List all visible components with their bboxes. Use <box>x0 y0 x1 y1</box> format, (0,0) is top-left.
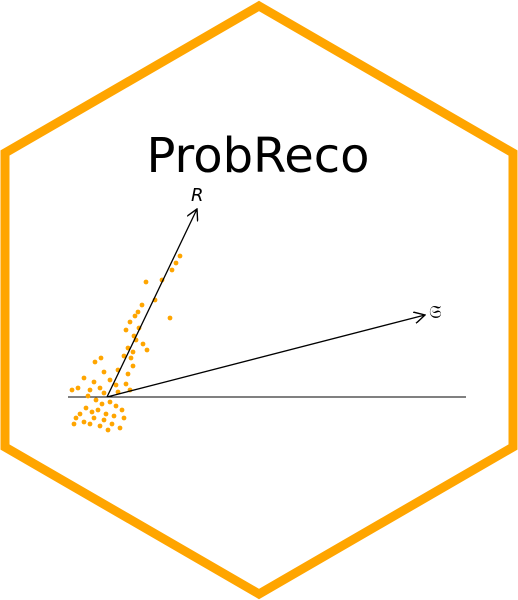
logo-title: ProbReco <box>146 128 369 184</box>
scatter-point <box>117 425 123 431</box>
arrow-r <box>106 209 197 398</box>
scatter-point <box>144 347 150 353</box>
scatter-point <box>127 319 133 325</box>
scatter-point <box>167 315 173 321</box>
scatter-point <box>107 399 113 405</box>
scatter-point <box>95 407 101 413</box>
scatter-point <box>85 393 91 399</box>
scatter-point <box>113 403 119 409</box>
scatter-point <box>77 411 83 417</box>
scatter-point <box>125 371 131 377</box>
scatter-point <box>89 409 95 415</box>
scatter-point <box>128 355 134 361</box>
scatter-point <box>123 327 129 333</box>
scatter-point <box>139 302 145 308</box>
arrow-r-label: R <box>191 185 204 206</box>
scatter-point <box>105 427 111 433</box>
scatter-point <box>103 411 109 417</box>
scatter-point <box>97 385 103 391</box>
scatter-point <box>123 381 129 387</box>
scatter-point <box>91 379 97 385</box>
scatter-point <box>107 377 113 383</box>
arrow-s-label: 𝔖 <box>429 302 442 323</box>
scatter-point <box>83 405 89 411</box>
scatter-point <box>81 419 87 425</box>
scatter-point <box>93 397 99 403</box>
scatter-point <box>119 407 125 413</box>
scatter-point <box>130 349 136 355</box>
scatter-point <box>109 421 115 427</box>
scatter-point <box>92 359 98 365</box>
scatter-point <box>111 413 117 419</box>
scatter-point <box>101 369 107 375</box>
scatter-point <box>87 421 93 427</box>
scatter-point <box>130 363 136 369</box>
scatter-point <box>73 415 79 421</box>
scatter-point <box>75 385 81 391</box>
scatter-point <box>173 260 179 266</box>
scatter-point <box>69 387 75 393</box>
scatter-point <box>91 415 97 421</box>
scatter-point <box>143 279 149 285</box>
scatter-point <box>81 375 87 381</box>
scatter-point <box>71 421 77 427</box>
scatter-point <box>87 387 93 393</box>
scatter-point <box>98 355 104 361</box>
scatter-point <box>101 390 107 396</box>
scatter-points <box>69 253 183 433</box>
scatter-point <box>99 401 105 407</box>
scatter-point <box>132 313 138 319</box>
scatter-point <box>169 267 175 273</box>
scatter-point <box>135 309 141 315</box>
scatter-point <box>113 382 119 388</box>
scatter-point <box>140 341 146 347</box>
scatter-point <box>97 423 103 429</box>
scatter-point <box>177 253 183 259</box>
scatter-point <box>101 417 107 423</box>
arrow-s <box>106 315 425 398</box>
scatter-point <box>121 353 127 359</box>
scatter-point <box>121 415 127 421</box>
